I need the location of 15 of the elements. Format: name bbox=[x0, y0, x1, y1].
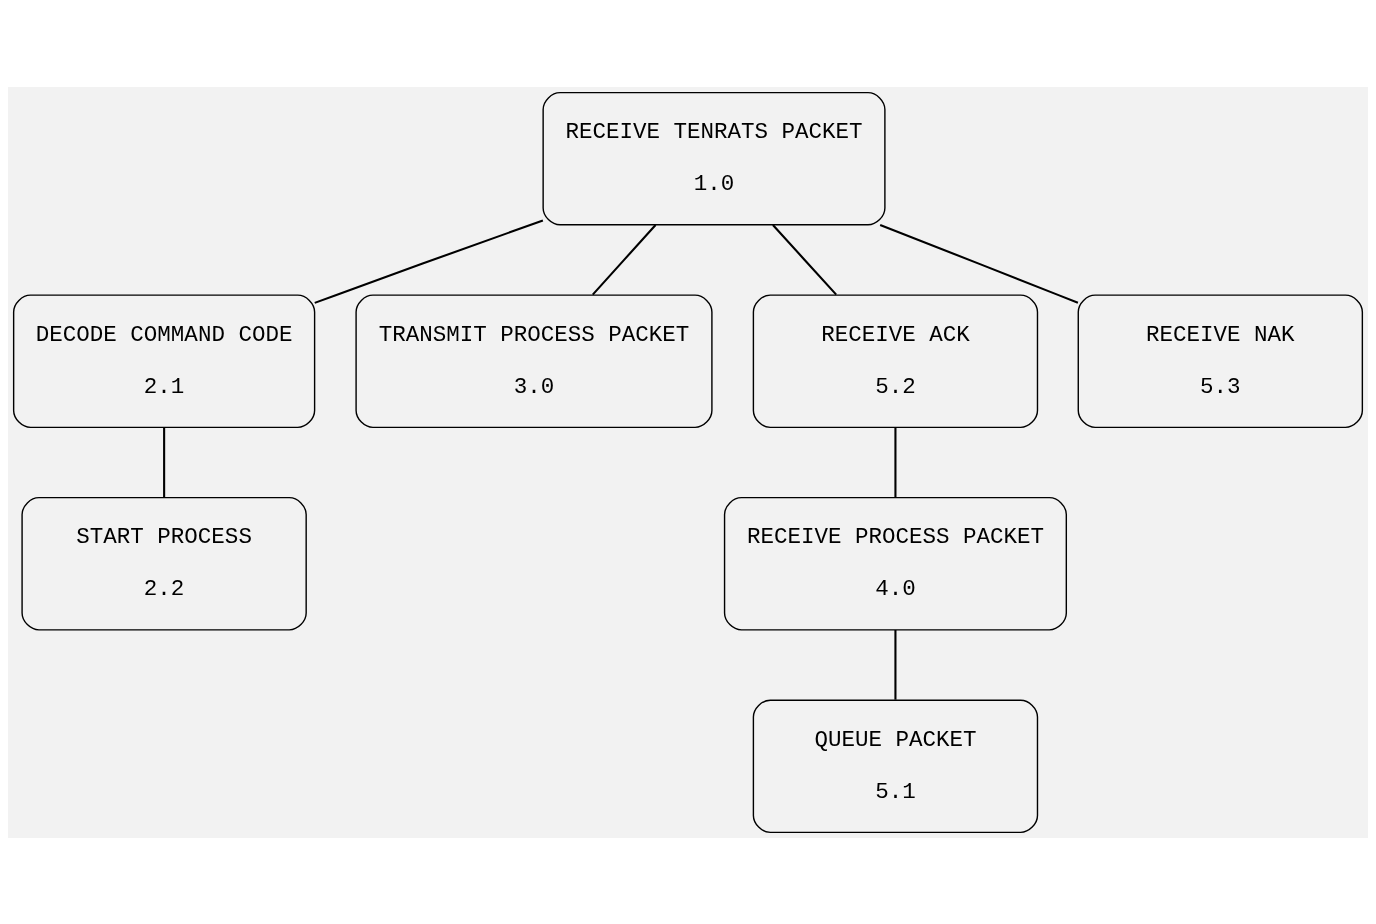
node-box: RECEIVE PROCESS PACKET 4.0 bbox=[723, 496, 1067, 631]
connector bbox=[879, 223, 1079, 304]
node-box: RECEIVE ACK 5.2 bbox=[752, 293, 1039, 428]
node-box: DECODE COMMAND CODE 2.1 bbox=[12, 293, 316, 428]
connector bbox=[314, 219, 544, 304]
node-box: QUEUE PACKET 5.1 bbox=[752, 698, 1039, 833]
connector bbox=[163, 427, 166, 497]
node-box: RECEIVE TENRATS PACKET 1.0 bbox=[542, 91, 886, 226]
node-box: START PROCESS 2.2 bbox=[21, 496, 307, 631]
connector bbox=[592, 223, 657, 295]
connector bbox=[772, 223, 837, 295]
node-box: RECEIVE NAK 5.3 bbox=[1077, 293, 1364, 428]
node-box: TRANSMIT PROCESS PACKET 3.0 bbox=[355, 293, 713, 428]
connector bbox=[894, 427, 897, 497]
connector bbox=[894, 629, 897, 700]
